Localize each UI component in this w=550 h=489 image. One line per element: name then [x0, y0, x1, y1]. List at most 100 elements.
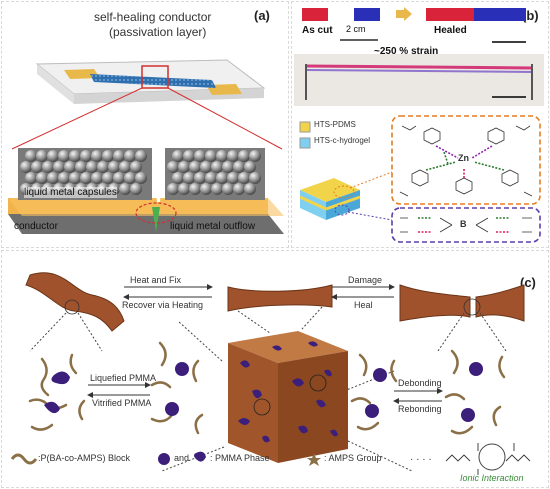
pmma-blobs-left [44, 371, 70, 414]
legend-pdms-label: HTS-PDMS [314, 120, 356, 129]
svg-text:· · · ·: · · · · [410, 454, 432, 465]
capsule-sphere [69, 150, 81, 162]
heat-fix-label: Heat and Fix [130, 275, 182, 285]
capsule-sphere [124, 172, 136, 184]
capsule-sphere [102, 150, 114, 162]
capsule-sphere [194, 150, 206, 162]
blue-strip-cut [354, 8, 380, 21]
capsule-sphere [189, 161, 201, 173]
capsule-sphere [113, 150, 125, 162]
capsule-sphere [31, 161, 43, 173]
vitrified-label: Vitrified PMMA [92, 398, 152, 408]
panel-c: (c) [1, 250, 549, 488]
legend-block-icon [10, 453, 38, 465]
panel-a-title-line2: (passivation layer) [109, 25, 207, 39]
capsule-sphere [211, 161, 223, 173]
as-cut-label: As cut [302, 25, 333, 36]
outflow-arrow [152, 207, 160, 232]
capsule-sphere [205, 150, 217, 162]
capsule-sphere [172, 172, 184, 184]
capsule-sphere [249, 150, 261, 162]
capsule-sphere [183, 150, 195, 162]
capsule-sphere [167, 161, 179, 173]
capsule-sphere [91, 172, 103, 184]
legend-amps-star [307, 453, 321, 466]
strain-label: ~250 % strain [374, 46, 439, 57]
capsule-sphere [113, 172, 125, 184]
capsule-sphere [36, 172, 48, 184]
blue-strip-healed [474, 8, 526, 21]
capsule-sphere [25, 172, 37, 184]
capsule-sphere [167, 183, 179, 195]
capsule-sphere [244, 161, 256, 173]
heal-label: Heal [354, 300, 373, 310]
rebonding-label: Rebonding [398, 404, 442, 414]
red-strip-cut [302, 8, 328, 21]
pmma-dots-center-left [165, 362, 189, 416]
capsule-sphere [86, 161, 98, 173]
conductor-label: conductor [14, 221, 58, 232]
ionic-structure [445, 443, 531, 475]
capsule-sphere [47, 150, 59, 162]
capsule-sphere [189, 183, 201, 195]
zn-coordination-box [391, 115, 541, 205]
capsule-sphere [222, 161, 234, 173]
healed-label: Healed [434, 25, 467, 36]
chain-cluster-right [444, 349, 506, 435]
cube-right [278, 351, 348, 463]
capsule-sphere [183, 172, 195, 184]
capsule-sphere [130, 183, 142, 195]
panel-a-title-line1: self-healing conductor [94, 10, 212, 24]
capsule-sphere [249, 172, 261, 184]
capsule-sphere [75, 161, 87, 173]
capsule-sphere [25, 150, 37, 162]
capsule-sphere [124, 150, 136, 162]
pmma-dots-center-right [365, 368, 387, 418]
panel-b: (b) [291, 1, 549, 248]
capsule-sphere [102, 172, 114, 184]
legend-amps-label: : AMPS Group [324, 453, 382, 463]
damaged-strip-left [399, 284, 471, 322]
chain-cluster-center-right [350, 353, 398, 431]
capsule-sphere [238, 172, 250, 184]
capsule-sphere [119, 183, 131, 195]
outflow-circle [135, 202, 177, 224]
capsule-sphere [205, 172, 217, 184]
panel-c-illustration: · · · · [10, 272, 531, 475]
legend-pmma-blob [194, 451, 206, 462]
legend-hydrogel-swatch [299, 137, 311, 149]
capsule-sphere [97, 161, 109, 173]
legend-pdms-swatch [299, 121, 311, 133]
capsule-sphere [172, 150, 184, 162]
recover-label: Recover via Heating [122, 300, 204, 310]
capsule-sphere [200, 161, 212, 173]
legend-hydrogel-label: HTS-c-hydrogel [314, 136, 371, 145]
outflow-label: liquid metal outflow [170, 221, 256, 232]
capsule-sphere [20, 161, 32, 173]
capsule-sphere [178, 161, 190, 173]
red-strip-healed [426, 8, 474, 21]
capsule-sphere [36, 150, 48, 162]
capsule-sphere [200, 183, 212, 195]
capsule-sphere [69, 172, 81, 184]
legend-pmma-label: : PMMA Phase [210, 453, 270, 463]
pmma-dots-right [461, 362, 483, 422]
zn-bonds [425, 145, 505, 178]
gold-pad-left [64, 69, 100, 79]
capsule-sphere [216, 150, 228, 162]
panel-a-label: (a) [254, 8, 270, 23]
capsule-sphere [64, 161, 76, 173]
legend-and-label: and [174, 453, 190, 463]
capsule-sphere [53, 161, 65, 173]
panel-b-label: (b) [522, 8, 539, 23]
legend-pmma-dot [158, 453, 170, 465]
straight-strip [227, 284, 333, 312]
ionic-interaction-label: Ionic Interaction [460, 473, 524, 483]
debonding-label: Debonding [398, 378, 442, 388]
capsule-sphere [233, 183, 245, 195]
arrow-right-icon [396, 7, 412, 21]
legend-block-label: :P(BA-co-AMPS) Block [38, 453, 131, 463]
zoom-box [141, 65, 169, 89]
twisted-strip [25, 272, 125, 332]
capsule-sphere [178, 183, 190, 195]
